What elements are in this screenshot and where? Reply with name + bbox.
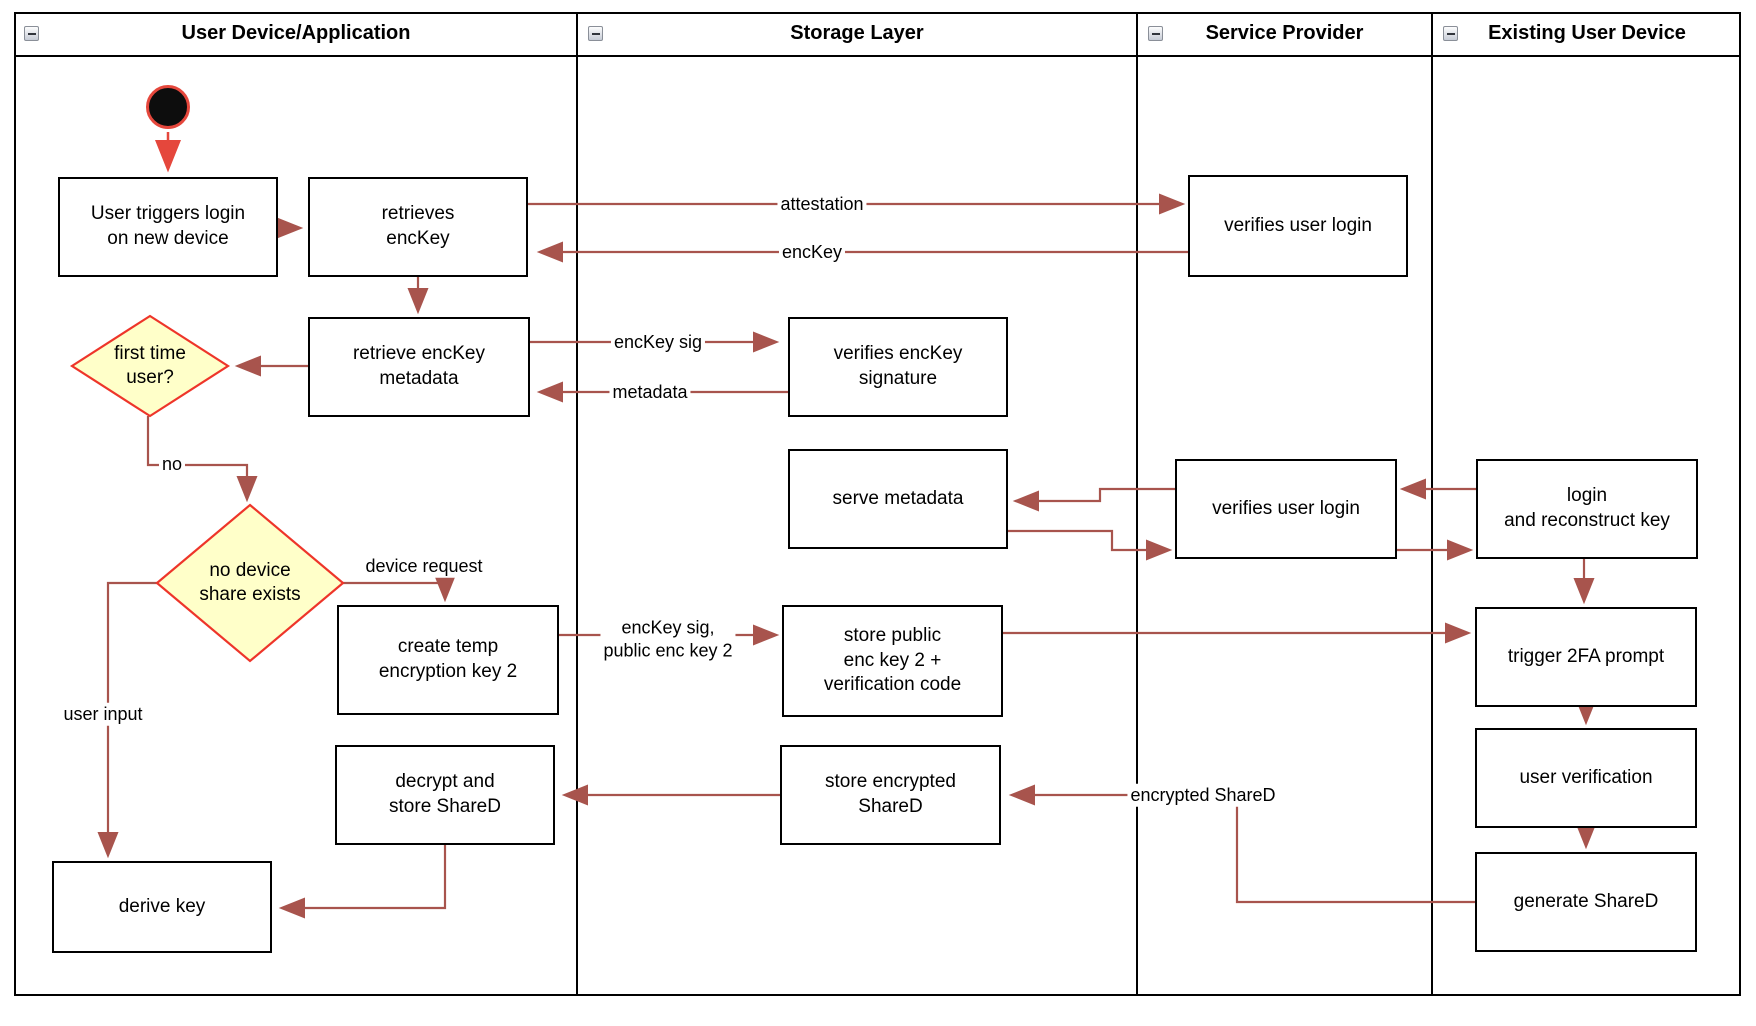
- node-user-triggers-login[interactable]: User triggers login on new device: [58, 177, 278, 277]
- node-store-public-enc-key-2[interactable]: store public enc key 2 + verification co…: [782, 605, 1003, 717]
- diamond-shape: [157, 505, 343, 661]
- node-user-verification[interactable]: user verification: [1475, 728, 1697, 828]
- node-label: verifies user login: [1224, 214, 1372, 236]
- edge-label-enckey-sig: encKey sig: [610, 330, 706, 354]
- edge-label-no: no: [158, 452, 186, 476]
- node-label: generate ShareD: [1513, 890, 1659, 912]
- edge-label-encrypted-shared: encrypted ShareD: [1127, 783, 1279, 807]
- lane-separator: [1431, 12, 1433, 996]
- collapse-icon[interactable]: [588, 26, 603, 41]
- decision-first-time-user[interactable]: first time user?: [72, 316, 228, 416]
- node-label: derive key: [118, 895, 206, 917]
- lane-title: Service Provider: [1205, 22, 1364, 44]
- collapse-icon[interactable]: [1148, 26, 1163, 41]
- edge-label-user-input: user input: [60, 702, 146, 726]
- lane-header-existing-user-device[interactable]: Existing User Device: [1433, 12, 1741, 57]
- lane-title: Storage Layer: [790, 22, 924, 44]
- node-label: serve metadata: [832, 487, 964, 509]
- node-generate-shared[interactable]: generate ShareD: [1475, 852, 1697, 952]
- diamond-shape: [72, 316, 228, 416]
- node-store-encrypted-shared[interactable]: store encrypted ShareD: [780, 745, 1001, 845]
- node-label: create temp encryption key 2: [378, 636, 518, 682]
- lane-header-service-provider[interactable]: Service Provider: [1138, 12, 1431, 57]
- node-label: retrieves encKey: [381, 203, 455, 249]
- lane-header-storage-layer[interactable]: Storage Layer: [578, 12, 1136, 57]
- node-trigger-2fa-prompt[interactable]: trigger 2FA prompt: [1475, 607, 1697, 707]
- node-decrypt-and-store-shared[interactable]: decrypt and store ShareD: [335, 745, 555, 845]
- lane-separator: [576, 12, 578, 996]
- node-label: store public enc key 2 + verification co…: [823, 624, 962, 696]
- node-label: trigger 2FA prompt: [1507, 645, 1665, 667]
- decision-label: first time user?: [114, 343, 186, 388]
- node-verifies-user-login-mid[interactable]: verifies user login: [1175, 459, 1397, 559]
- decision-label: no device share exists: [199, 560, 301, 605]
- node-login-and-reconstruct-key[interactable]: login and reconstruct key: [1476, 459, 1698, 559]
- collapse-icon[interactable]: [24, 26, 39, 41]
- node-serve-metadata[interactable]: serve metadata: [788, 449, 1008, 549]
- node-label: retrieve encKey metadata: [352, 343, 485, 389]
- node-verifies-enckey-signature[interactable]: verifies encKey signature: [788, 317, 1008, 417]
- lane-title: Existing User Device: [1488, 22, 1686, 44]
- node-derive-key[interactable]: derive key: [52, 861, 272, 953]
- node-retrieves-enckey[interactable]: retrieves encKey: [308, 177, 528, 277]
- edge-label-device-request: device request: [362, 554, 486, 578]
- lane-separator: [1136, 12, 1138, 996]
- edge-label-attestation: attestation: [777, 192, 867, 216]
- edge-label-enckey: encKey: [778, 240, 846, 264]
- node-verifies-user-login-top[interactable]: verifies user login: [1188, 175, 1408, 277]
- diagram-border: [14, 12, 1741, 996]
- node-label: login and reconstruct key: [1504, 485, 1670, 531]
- node-label: User triggers login on new device: [90, 203, 246, 249]
- node-label: verifies user login: [1212, 497, 1360, 519]
- edge-label-metadata: metadata: [609, 380, 691, 404]
- edge-label-enckey-sig-public-key: encKey sig, public enc key 2: [600, 616, 736, 662]
- node-retrieve-enckey-metadata[interactable]: retrieve encKey metadata: [308, 317, 530, 417]
- start-node[interactable]: [146, 85, 190, 129]
- lane-title: User Device/Application: [181, 22, 411, 44]
- node-label: store encrypted ShareD: [825, 771, 956, 817]
- lane-header-user-device-application[interactable]: User Device/Application: [14, 12, 578, 57]
- node-create-temp-encryption-key-2[interactable]: create temp encryption key 2: [337, 605, 559, 715]
- collapse-icon[interactable]: [1443, 26, 1458, 41]
- node-label: user verification: [1519, 766, 1653, 788]
- decision-no-device-share-exists[interactable]: no device share exists: [157, 505, 343, 661]
- node-label: decrypt and store ShareD: [389, 771, 501, 817]
- node-label: verifies encKey signature: [833, 343, 963, 389]
